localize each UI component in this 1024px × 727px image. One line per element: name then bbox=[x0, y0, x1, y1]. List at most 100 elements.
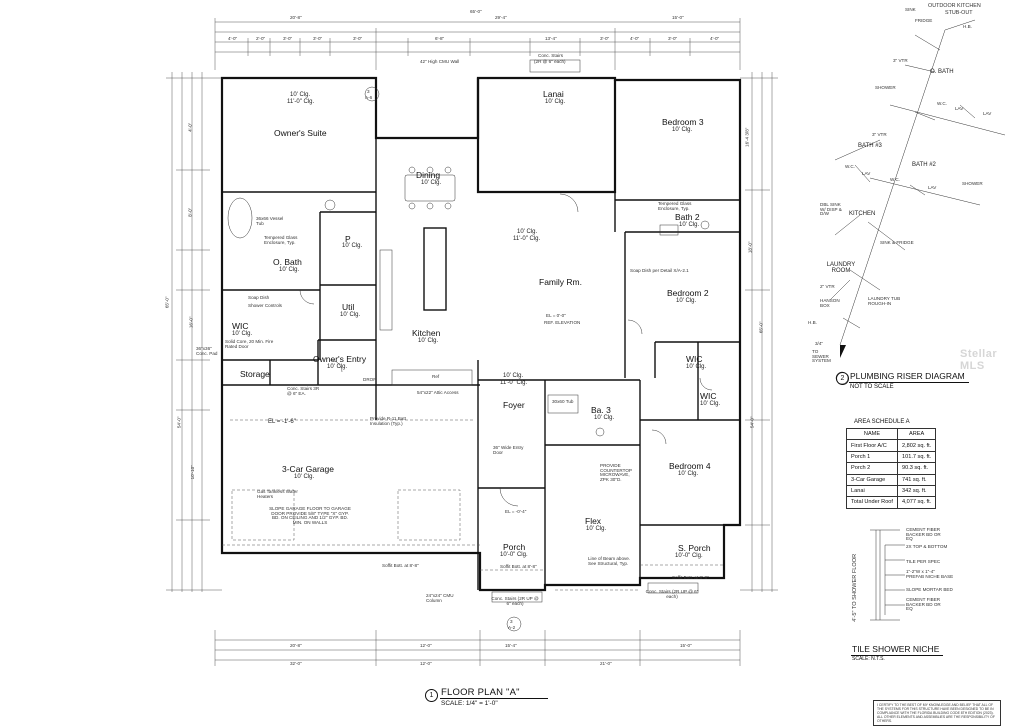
area-value: 342 sq. ft. bbox=[896, 484, 937, 498]
note-tempered-2: Tempered Glass Enclosure, Typ. bbox=[658, 201, 692, 211]
riser-lav-3: LAV bbox=[862, 171, 871, 176]
dim-bottom-3: 15'-4" bbox=[505, 643, 517, 648]
obath-clg: 10' Clg. bbox=[279, 267, 300, 273]
dim-bottom-r2-2: 12'-0" bbox=[420, 661, 432, 666]
owners-suite-name: Owner's Suite bbox=[274, 128, 327, 138]
pantry-clg: 10' Clg. bbox=[342, 243, 363, 249]
niche-label-2: 2X TOP & BOTTOM bbox=[906, 544, 948, 549]
riser-dbl-sink: DBL SINK W/ DISP & D/W bbox=[820, 202, 842, 217]
dim-overall-top: 65'-0" bbox=[470, 9, 482, 14]
niche-label-1: CEMENT FIBER BACKER BD OR EQ bbox=[906, 527, 941, 542]
util-name: Util bbox=[342, 302, 355, 312]
note-tub: 30x60 Tub bbox=[552, 399, 574, 404]
dim-top-r2-10: 3'-0" bbox=[668, 36, 678, 41]
niche-title-underline bbox=[851, 655, 943, 656]
note-soffit-3: Soffit Bott. at 8'-8" bbox=[672, 575, 709, 580]
dim-top-r2-5: 3'-0" bbox=[353, 36, 363, 41]
wic3-name: WIC bbox=[700, 391, 717, 401]
riser-lav-4: LAV bbox=[928, 185, 937, 190]
niche-title: TILE SHOWER NICHE bbox=[852, 644, 940, 654]
area-schedule-title: AREA SCHEDULE A bbox=[854, 419, 910, 425]
riser-vtr-3: 2" VTR bbox=[820, 284, 835, 289]
note-batt: Provide R-11 Batt Insulation (Typ.) bbox=[370, 416, 406, 426]
util-clg: 10' Clg. bbox=[340, 312, 361, 318]
area-value: 4,077 sq. ft. bbox=[896, 496, 937, 509]
section-mark-bottom: 3 bbox=[510, 619, 513, 624]
note-beam: Line of Beam above. See Structural, Typ. bbox=[588, 556, 631, 566]
riser-shower-1: SHOWER bbox=[875, 85, 896, 90]
area-name: First Floor A/C bbox=[846, 439, 898, 452]
floor-plan-title: FLOOR PLAN "A" bbox=[441, 687, 520, 698]
owners-entry-name: Owner's Entry bbox=[313, 354, 367, 364]
foyer-clg: 10' Clg. bbox=[503, 373, 524, 379]
note-soffit-2: Soffit Bott. at 8'-8" bbox=[382, 563, 419, 568]
dim-top-2: 29'-4" bbox=[495, 15, 507, 20]
note-attic-access: 54"x22" Attic Access bbox=[417, 390, 459, 395]
dining-clg: 10' Clg. bbox=[421, 180, 442, 186]
garage-name: 3-Car Garage bbox=[282, 464, 334, 474]
note-shower-controls: Shower Controls bbox=[248, 303, 282, 308]
niche-side-label: 4'-5" TO SHOWER FLOOR bbox=[852, 553, 859, 622]
riser-wc-3: W.C. bbox=[890, 177, 900, 182]
bedroom2-name: Bedroom 2 bbox=[667, 288, 709, 298]
family-name: Family Rm. bbox=[539, 277, 582, 287]
storage-name: Storage bbox=[240, 369, 270, 379]
floor-plan-scale: SCALE: 1/4" = 1'-0" bbox=[441, 700, 498, 707]
area-name: Lanai bbox=[846, 484, 898, 498]
niche-label-6: CEMENT FIBER BACKER BD OR EQ bbox=[906, 597, 941, 612]
note-conc-stairs-top: Conc. Stairs bbox=[538, 53, 564, 58]
owners-suite-clg2: 11'-0" Clg. bbox=[287, 99, 315, 105]
owners-entry-clg: 10' Clg. bbox=[327, 364, 348, 370]
obath-name: O. Bath bbox=[273, 257, 302, 267]
dim-top-r2-2: 2'-0" bbox=[256, 36, 266, 41]
note-soap-dish: Soap Dish bbox=[248, 295, 270, 300]
note-soap-dish-detail: Soap Dish per Detail X/A-2.1 bbox=[630, 268, 689, 273]
niche-label-5: SLOPE MORTAR BED bbox=[906, 587, 953, 592]
note-el-kitchen: EL = -0'-4" bbox=[505, 509, 527, 514]
wic2-name: WIC bbox=[686, 354, 703, 364]
riser-fridge: FRIDGE bbox=[915, 18, 933, 23]
foyer-clg2: 11'-0" Clg. bbox=[500, 380, 528, 386]
note-slope-garage: SLOPE GARAGE FLOOR TO GARAGE DOOR PROVID… bbox=[269, 506, 351, 525]
note-soffit-1: Soffit Bott. at 8'-8" bbox=[500, 564, 537, 569]
wic1-door-note: Solid Core, 20 Min. Fire Rated Door bbox=[225, 339, 274, 349]
dining-name: Dining bbox=[416, 170, 441, 180]
section-mark-bottom-sheet: A-2 bbox=[508, 625, 516, 630]
riser-title-underline bbox=[849, 382, 969, 383]
note-tankless: Gas Tankless Water Heaters bbox=[257, 489, 298, 499]
porch-clg: 10'-0" Clg. bbox=[500, 552, 528, 558]
riser-bath3: BATH #3 bbox=[858, 143, 882, 149]
riser-sink: SINK bbox=[905, 7, 916, 12]
note-conc-stairs-bottom-2: Conc. Stairs (2R UP @ 6" each) bbox=[645, 589, 699, 599]
lanai-clg: 10' Clg. bbox=[545, 99, 566, 105]
bedroom4-clg: 10' Clg. bbox=[678, 471, 699, 477]
note-conc-stairs-bottom-1: Conc. Stairs (2R UP @ 6" each) bbox=[491, 596, 539, 606]
riser-obath: O. BATH bbox=[930, 69, 954, 75]
garage-el: EL = -1'-6" bbox=[268, 419, 296, 425]
note-cmu-column: 24"x24" CMU Column bbox=[426, 593, 454, 603]
riser-wc-2: W.C. bbox=[845, 164, 855, 169]
dim-bottom-r2-3: 21'-0" bbox=[600, 661, 612, 666]
note-conc-stairs-top2: (2R @ 6" each) bbox=[534, 59, 566, 64]
riser-scale: NOT TO SCALE bbox=[850, 384, 894, 390]
family-clg: 10' Clg. bbox=[517, 229, 538, 235]
watermark: Stellar MLS bbox=[960, 348, 998, 372]
sporch-clg: 10'-0" Clg. bbox=[675, 553, 703, 559]
area-name: Total Under Roof bbox=[846, 496, 898, 509]
niche-label-3: TILE PER SPEC bbox=[906, 559, 941, 564]
riser-laundry: LAUNDRY ROOM bbox=[826, 262, 856, 274]
porch-name: Porch bbox=[503, 542, 526, 552]
riser-hb-2: H.B. bbox=[808, 320, 817, 325]
note-tempered-1: Tempered Glass Enclosure, Typ. bbox=[264, 235, 298, 245]
family-el: EL = 0'-0" bbox=[546, 313, 566, 318]
wic3-clg: 10' Clg. bbox=[700, 401, 721, 407]
riser-size: 3/4" bbox=[815, 341, 824, 346]
riser-stubout: STUB-OUT bbox=[945, 10, 973, 16]
certification-note: I CERTIFY TO THE BEST OF MY KNOWLEDGE AN… bbox=[873, 700, 1001, 726]
